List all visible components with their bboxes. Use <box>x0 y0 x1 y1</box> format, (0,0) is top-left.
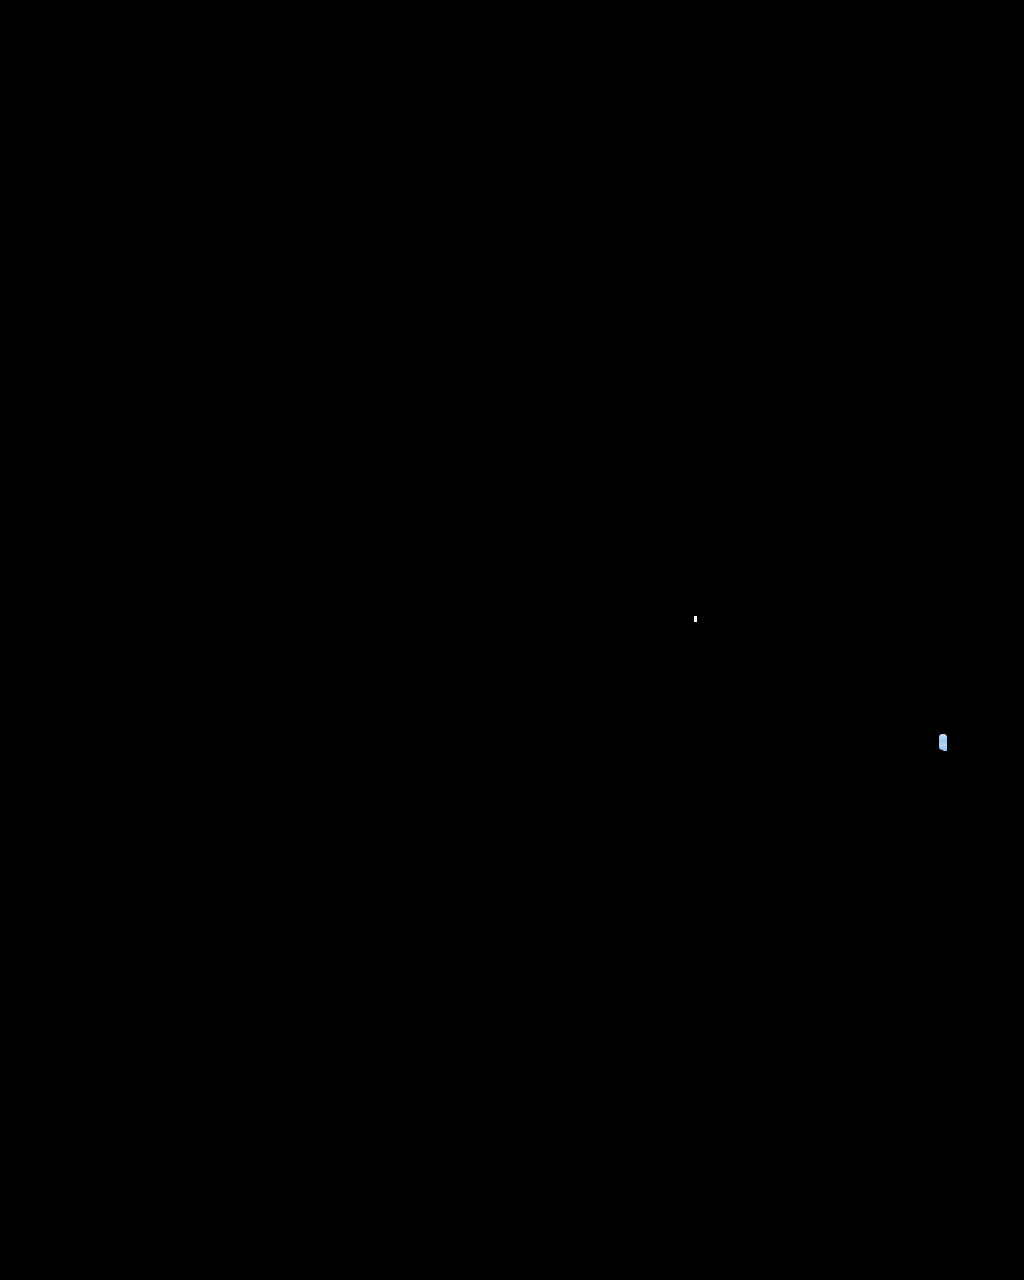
blue-speck-mark <box>939 734 947 751</box>
white-speck-mark <box>694 616 697 622</box>
